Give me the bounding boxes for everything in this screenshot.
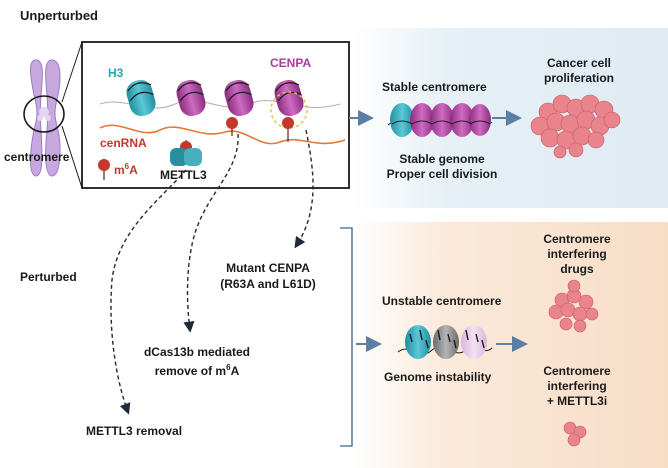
cenpa-nucleosome-icon (176, 79, 206, 117)
m6a-pin-icon (282, 117, 294, 142)
cenpa-label: CENPA (270, 56, 312, 70)
cancer-cell-cluster-icon (530, 94, 621, 159)
perturbation-bracket (340, 227, 353, 447)
dashed-arrow-mettl3-removal (110, 169, 187, 415)
unstable-centromere-array-icon (397, 325, 493, 359)
mettl3-removal-label: METTL3 removal (86, 424, 183, 438)
stable-centromere-label: Stable centromere (382, 80, 487, 94)
cenpa-nucleosome-icon (274, 79, 304, 117)
m6a-legend-icon (98, 159, 110, 180)
centromere-drugs-label: Centromere interfering drugs (543, 232, 611, 276)
unstable-centromere-label: Unstable centromere (382, 294, 502, 308)
cenrna-strand (99, 124, 346, 145)
m6a-pin-icon (226, 117, 238, 136)
cancer-proliferation-label: Cancer cell proliferation (543, 56, 614, 85)
cenpa-nucleosome-icon (224, 79, 254, 117)
h3-nucleosome-icon (126, 79, 156, 117)
genome-instability-label: Genome instability (384, 370, 492, 384)
tiny-cell-cluster-icon (563, 421, 587, 447)
h3-label: H3 (108, 66, 124, 80)
zoom-box (81, 41, 350, 189)
dashed-arrow-dcas13b (183, 133, 239, 333)
m6a-legend-label: m6A (114, 162, 138, 177)
small-cell-cluster-icon (548, 279, 599, 333)
mettl3-label: METTL3 (160, 168, 207, 182)
cenrna-label: cenRNA (100, 136, 147, 150)
dcas13b-label: dCas13b mediated remove of m6A (143, 345, 251, 378)
dashed-arrow-mutant (294, 129, 314, 249)
mutant-cenpa-label: Mutant CENPA (R63A and L61D) (220, 261, 316, 291)
perturbed-label: Perturbed (20, 270, 77, 284)
mutation-highlight (270, 91, 308, 129)
mettl3-protein-icon (170, 148, 202, 166)
stable-genome-label: Stable genome Proper cell division (386, 152, 498, 181)
stable-centromere-array-icon (387, 103, 493, 137)
centromere-mettl3i-label: Centromere interfering + METTL3i (543, 364, 611, 408)
unperturbed-label: Unperturbed (20, 8, 98, 23)
centromere-label: centromere (4, 150, 70, 164)
chromosome-icon (23, 59, 65, 177)
